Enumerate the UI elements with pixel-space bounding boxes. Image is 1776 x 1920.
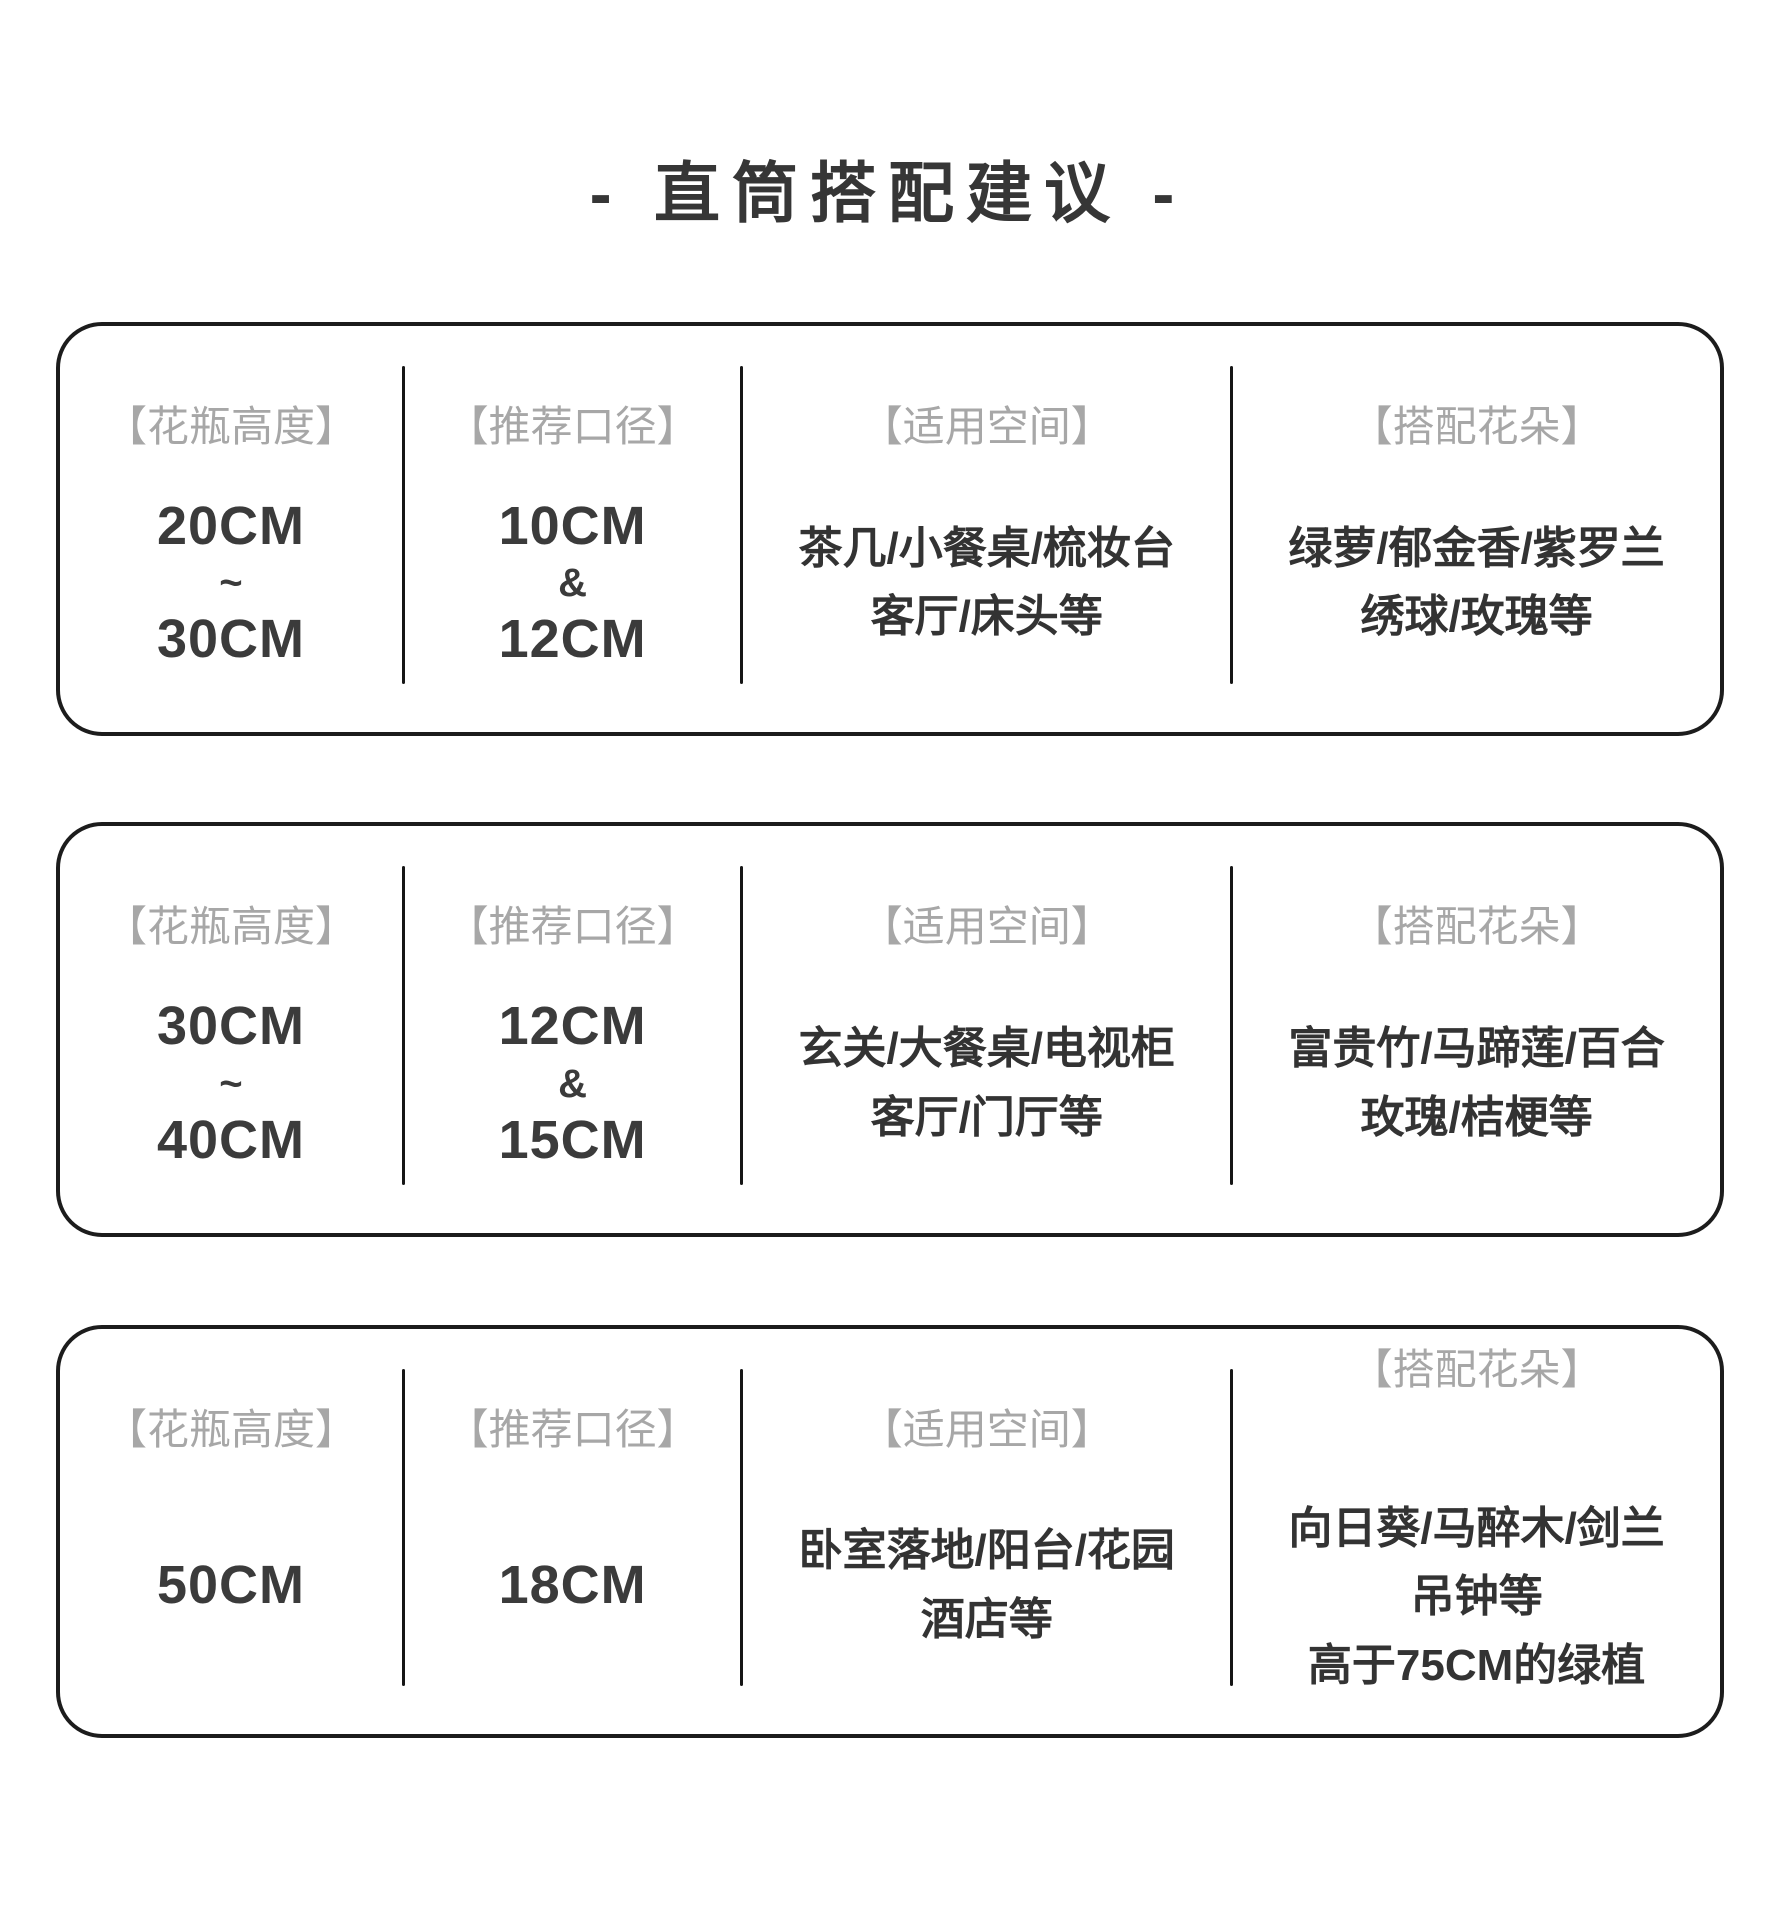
column-divider — [401, 1369, 405, 1686]
space-line: 茶几/小餐桌/梳妆台 — [798, 523, 1175, 573]
column-divider — [1230, 866, 1234, 1185]
flower-line: 玫瑰/桔梗等 — [1360, 1092, 1593, 1142]
space-line: 玄关/大餐桌/电视柜 — [798, 1024, 1175, 1074]
column-spaces: 【适用空间】 卧室落地/阳台/花园 酒店等 — [743, 1329, 1230, 1734]
vase-height-header: 【花瓶高度】 — [104, 903, 357, 950]
ampersand: & — [558, 561, 588, 606]
vase-height-value: 30CM — [156, 996, 305, 1057]
ampersand: & — [558, 1061, 588, 1106]
spaces-header: 【适用空间】 — [860, 1406, 1113, 1453]
vase-height-header: 【花瓶高度】 — [104, 403, 357, 450]
spaces-header: 【适用空间】 — [860, 903, 1113, 950]
vase-height-value: 40CM — [156, 1109, 305, 1170]
diameter-header: 【推荐口径】 — [446, 903, 699, 950]
column-vase-height: 【花瓶高度】 30CM ~ 40CM — [60, 826, 402, 1233]
vase-height-value: 50CM — [156, 1554, 305, 1615]
flowers-body: 富贵竹/马蹄莲/百合 玫瑰/桔梗等 — [1233, 950, 1720, 1233]
diameter-body: 18CM — [405, 1453, 740, 1734]
vase-height-body: 20CM ~ 30CM — [60, 450, 402, 732]
column-divider — [740, 1369, 744, 1686]
vase-height-body: 50CM — [60, 1453, 402, 1734]
spaces-body: 玄关/大餐桌/电视柜 客厅/门厅等 — [743, 950, 1230, 1233]
suggestion-card-large: 【花瓶高度】 50CM 【推荐口径】 18CM 【适用空间】 卧室落地/阳台/花… — [56, 1325, 1724, 1738]
flower-line: 绣球/玫瑰等 — [1360, 592, 1593, 642]
column-divider — [740, 366, 744, 684]
spaces-header: 【适用空间】 — [860, 403, 1113, 450]
column-divider — [740, 866, 744, 1185]
flower-line: 富贵竹/马蹄莲/百合 — [1288, 1024, 1665, 1074]
flowers-header: 【搭配花朵】 — [1350, 1346, 1603, 1393]
flowers-header: 【搭配花朵】 — [1350, 903, 1603, 950]
column-spaces: 【适用空间】 玄关/大餐桌/电视柜 客厅/门厅等 — [743, 826, 1230, 1233]
vase-height-value: 20CM — [156, 495, 305, 556]
diameter-header: 【推荐口径】 — [446, 403, 699, 450]
space-line: 酒店等 — [920, 1594, 1053, 1644]
vase-height-body: 30CM ~ 40CM — [60, 950, 402, 1233]
suggestion-card-medium: 【花瓶高度】 30CM ~ 40CM 【推荐口径】 12CM & 15CM 【适… — [56, 822, 1724, 1237]
flower-line: 高于75CM的绿植 — [1307, 1640, 1646, 1690]
space-line: 客厅/床头等 — [870, 592, 1103, 642]
flowers-header: 【搭配花朵】 — [1350, 403, 1603, 450]
column-spaces: 【适用空间】 茶几/小餐桌/梳妆台 客厅/床头等 — [743, 326, 1230, 732]
diameter-value: 18CM — [498, 1554, 647, 1615]
column-diameter: 【推荐口径】 12CM & 15CM — [405, 826, 740, 1233]
space-line: 卧室落地/阳台/花园 — [798, 1526, 1175, 1576]
page-title: - 直筒搭配建议 - — [589, 156, 1187, 230]
column-diameter: 【推荐口径】 18CM — [405, 1329, 740, 1734]
diameter-body: 10CM & 12CM — [405, 450, 740, 732]
diameter-body: 12CM & 15CM — [405, 950, 740, 1233]
column-diameter: 【推荐口径】 10CM & 12CM — [405, 326, 740, 732]
diameter-value: 12CM — [498, 609, 647, 670]
flower-line: 向日葵/马醉木/剑兰 — [1288, 1504, 1665, 1554]
flower-line: 绿萝/郁金香/紫罗兰 — [1288, 523, 1665, 573]
column-vase-height: 【花瓶高度】 50CM — [60, 1329, 402, 1734]
flowers-body: 绿萝/郁金香/紫罗兰 绣球/玫瑰等 — [1233, 450, 1720, 732]
column-divider — [1230, 1369, 1234, 1686]
range-tilde: ~ — [219, 1061, 243, 1106]
diameter-header: 【推荐口径】 — [446, 1406, 699, 1453]
diameter-value: 12CM — [498, 996, 647, 1057]
spaces-body: 茶几/小餐桌/梳妆台 客厅/床头等 — [743, 450, 1230, 732]
vase-height-value: 30CM — [156, 609, 305, 670]
column-divider — [1230, 366, 1234, 684]
column-flowers: 【搭配花朵】 绿萝/郁金香/紫罗兰 绣球/玫瑰等 — [1233, 326, 1720, 732]
vase-height-header: 【花瓶高度】 — [104, 1406, 357, 1453]
space-line: 客厅/门厅等 — [870, 1092, 1103, 1142]
spaces-body: 卧室落地/阳台/花园 酒店等 — [743, 1453, 1230, 1734]
flowers-body: 【搭配花朵】 向日葵/马醉木/剑兰 吊钟等 高于75CM的绿植 — [1233, 1346, 1720, 1734]
range-tilde: ~ — [219, 561, 243, 606]
diameter-value: 10CM — [498, 495, 647, 556]
column-divider — [401, 366, 405, 684]
column-flowers: 【搭配花朵】 富贵竹/马蹄莲/百合 玫瑰/桔梗等 — [1233, 826, 1720, 1233]
diameter-value: 15CM — [498, 1109, 647, 1170]
column-vase-height: 【花瓶高度】 20CM ~ 30CM — [60, 326, 402, 732]
column-flowers: 【搭配花朵】 向日葵/马醉木/剑兰 吊钟等 高于75CM的绿植 — [1233, 1329, 1720, 1734]
flower-line: 吊钟等 — [1410, 1572, 1543, 1622]
suggestion-card-small: 【花瓶高度】 20CM ~ 30CM 【推荐口径】 10CM & 12CM 【适… — [56, 322, 1724, 736]
column-divider — [401, 866, 405, 1185]
